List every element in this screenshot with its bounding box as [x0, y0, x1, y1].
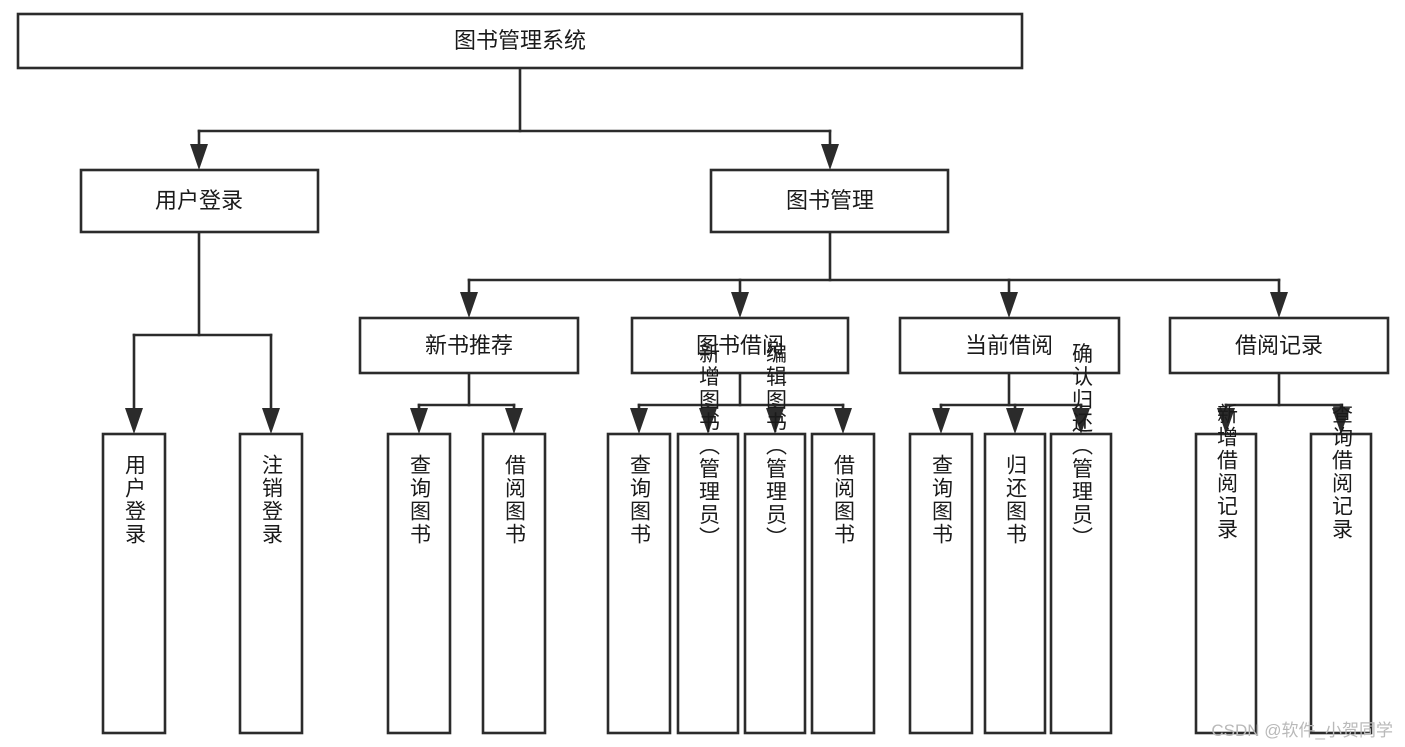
node-leaf-add-book-admin[interactable]: 新增图书（管理员）	[676, 343, 740, 735]
node-leaf-query-borrow-record-label: 查询借阅记录	[1330, 403, 1354, 541]
arrow-head-new-book-rec	[460, 292, 478, 318]
arrow-head-leaf-query-book-1	[410, 408, 428, 434]
node-book-borrow[interactable]: 图书借阅	[630, 316, 850, 375]
connector-group-book-borrow	[630, 371, 852, 434]
node-root[interactable]: 图书管理系统	[16, 12, 1024, 70]
node-borrow-record-label: 借阅记录	[1235, 333, 1323, 358]
connector-group-borrow-record	[1217, 371, 1350, 434]
node-leaf-add-borrow-record[interactable]: 新增借阅记录	[1194, 403, 1258, 735]
node-leaf-user-logout-label: 注销登录	[260, 454, 284, 546]
node-leaf-borrow-book-1-label: 借阅图书	[503, 454, 527, 546]
arrow-head-leaf-return-book	[1006, 408, 1024, 434]
node-leaf-query-book-1-label: 查询图书	[408, 454, 432, 546]
arrow-head-user-login	[190, 144, 208, 170]
arrow-head-leaf-user-logout	[262, 408, 280, 434]
node-leaf-return-book-label: 归还图书	[1004, 454, 1028, 546]
node-root-label: 图书管理系统	[454, 28, 586, 53]
node-leaf-add-book-admin-box[interactable]	[676, 432, 740, 735]
node-borrow-record[interactable]: 借阅记录	[1168, 316, 1390, 375]
connector-group-root	[190, 66, 839, 170]
arrow-head-leaf-query-book-2	[630, 408, 648, 434]
node-book-manage-label: 图书管理	[786, 188, 874, 213]
node-leaf-add-borrow-record-label: 新增借阅记录	[1215, 403, 1239, 541]
arrow-head-book-manage	[821, 144, 839, 170]
node-book-borrow-box[interactable]	[630, 316, 850, 375]
node-leaf-query-borrow-record[interactable]: 查询借阅记录	[1309, 403, 1373, 735]
arrow-head-leaf-confirm-return-admin	[1072, 408, 1090, 434]
node-leaf-user-logout-box[interactable]	[238, 432, 304, 735]
node-leaf-query-book-3-box[interactable]	[908, 432, 974, 735]
node-leaf-user-login-label: 用户登录	[123, 454, 147, 546]
connector-group-user-login	[125, 230, 280, 434]
node-leaf-borrow-book-2[interactable]: 借阅图书	[810, 432, 876, 735]
arrow-head-leaf-borrow-book-2	[834, 408, 852, 434]
node-leaf-borrow-book-1-box[interactable]	[481, 432, 547, 735]
node-current-borrow-label: 当前借阅	[965, 333, 1053, 358]
arrow-head-leaf-query-borrow-record	[1332, 408, 1350, 434]
node-leaf-borrow-book-2-box[interactable]	[810, 432, 876, 735]
node-leaf-user-logout[interactable]: 注销登录	[238, 432, 304, 735]
arrow-head-leaf-borrow-book-1	[505, 408, 523, 434]
arrow-head-borrow-record	[1270, 292, 1288, 318]
arrow-head-leaf-user-login	[125, 408, 143, 434]
node-user-login-box[interactable]	[79, 168, 320, 234]
arrow-head-current-borrow	[1000, 292, 1018, 318]
node-leaf-user-login[interactable]: 用户登录	[101, 432, 167, 735]
node-new-book-rec-box[interactable]	[358, 316, 580, 375]
node-leaf-query-book-3[interactable]: 查询图书	[908, 432, 974, 735]
node-book-borrow-label: 图书借阅	[696, 333, 784, 358]
node-leaf-add-book-admin-label: 新增图书（管理员）	[697, 343, 721, 550]
node-new-book-rec[interactable]: 新书推荐	[358, 316, 580, 375]
node-leaf-borrow-book-1[interactable]: 借阅图书	[481, 432, 547, 735]
connector-group-current-borrow	[932, 371, 1090, 434]
node-book-manage[interactable]: 图书管理	[709, 168, 950, 234]
node-leaf-query-book-3-label: 查询图书	[930, 454, 954, 546]
connector-group-book-manage	[460, 230, 1288, 318]
node-leaf-user-login-box[interactable]	[101, 432, 167, 735]
connector-group-new-book-rec	[410, 371, 523, 434]
arrow-head-book-borrow	[731, 292, 749, 318]
node-borrow-record-box[interactable]	[1168, 316, 1390, 375]
node-leaf-return-book[interactable]: 归还图书	[983, 432, 1047, 735]
node-leaf-edit-book-admin-label: 编辑图书（管理员）	[764, 343, 788, 550]
arrow-head-leaf-add-book-admin	[699, 408, 717, 434]
node-leaf-borrow-book-2-label: 借阅图书	[832, 454, 856, 546]
node-leaf-query-book-1-box[interactable]	[386, 432, 452, 735]
arrow-head-leaf-add-borrow-record	[1217, 408, 1235, 434]
node-book-manage-box[interactable]	[709, 168, 950, 234]
node-user-login-label: 用户登录	[155, 188, 243, 213]
node-leaf-add-borrow-record-box[interactable]	[1194, 432, 1258, 735]
node-leaf-query-book-1[interactable]: 查询图书	[386, 432, 452, 735]
node-current-borrow-box[interactable]	[898, 316, 1121, 375]
node-leaf-confirm-return-admin[interactable]: 确认归还（管理员）	[1049, 343, 1113, 735]
node-leaf-edit-book-admin-box[interactable]	[743, 432, 807, 735]
node-leaf-query-book-2-label: 查询图书	[628, 454, 652, 546]
node-leaf-return-book-box[interactable]	[983, 432, 1047, 735]
node-leaf-query-book-2[interactable]: 查询图书	[606, 432, 672, 735]
node-leaf-edit-book-admin[interactable]: 编辑图书（管理员）	[743, 343, 807, 735]
node-user-login[interactable]: 用户登录	[79, 168, 320, 234]
node-root-box[interactable]	[16, 12, 1024, 70]
node-leaf-query-borrow-record-box[interactable]	[1309, 432, 1373, 735]
node-current-borrow[interactable]: 当前借阅	[898, 316, 1121, 375]
arrow-head-leaf-query-book-3	[932, 408, 950, 434]
node-new-book-rec-label: 新书推荐	[425, 333, 513, 358]
node-leaf-confirm-return-admin-box[interactable]	[1049, 432, 1113, 735]
node-leaf-confirm-return-admin-label: 确认归还（管理员）	[1070, 343, 1094, 550]
arrow-head-leaf-edit-book-admin	[766, 408, 784, 434]
node-leaf-query-book-2-box[interactable]	[606, 432, 672, 735]
